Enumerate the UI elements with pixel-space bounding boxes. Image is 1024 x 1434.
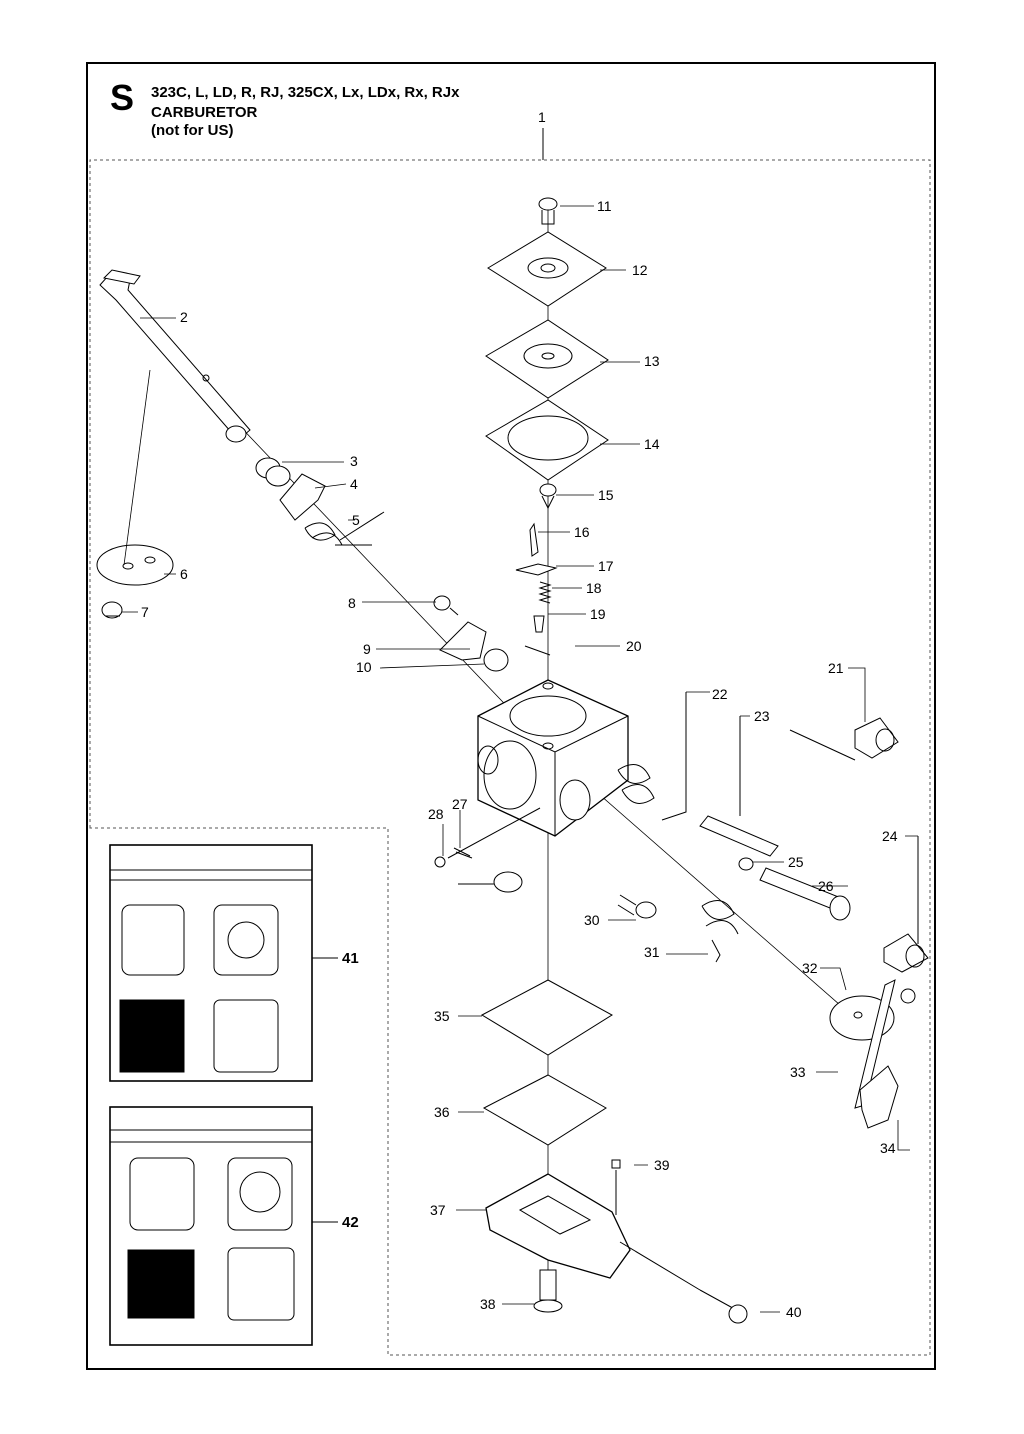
callout-6: 6 xyxy=(180,566,188,582)
part-bushing-10 xyxy=(483,648,509,672)
part-screw-11 xyxy=(538,197,558,225)
callout-40: 40 xyxy=(786,1304,802,1320)
callout-42: 42 xyxy=(342,1214,359,1231)
part-pin-20 xyxy=(524,645,551,656)
part-carburetor-body xyxy=(477,679,629,837)
part-diaphragm-13 xyxy=(485,319,609,399)
callout-33: 33 xyxy=(790,1064,806,1080)
section-letter: S xyxy=(110,77,135,118)
part-needle-26 xyxy=(759,867,851,921)
part-screw-38 xyxy=(533,1269,563,1313)
part-springs-22 xyxy=(617,692,687,821)
part-plate-36 xyxy=(482,1074,607,1146)
callout-10: 10 xyxy=(356,659,372,675)
part-name-title: CARBURETOR xyxy=(151,104,258,121)
callout-15: 15 xyxy=(598,487,614,503)
diagram-frame xyxy=(86,62,936,1370)
part-spring-5 xyxy=(304,511,385,546)
callout-8: 8 xyxy=(348,595,356,611)
callout-19: 19 xyxy=(590,606,606,622)
callout-16: 16 xyxy=(574,524,590,540)
callout-2: 2 xyxy=(180,309,188,325)
choke-axis xyxy=(559,759,881,1041)
callout-17: 17 xyxy=(598,558,614,574)
part-needle-19 xyxy=(533,615,545,633)
callout-13: 13 xyxy=(644,353,660,369)
callout-18: 18 xyxy=(586,580,602,596)
part-gasket-35 xyxy=(480,979,613,1056)
part-oring-25 xyxy=(738,857,754,871)
part-screw-15 xyxy=(539,483,557,510)
part-cap-24 xyxy=(883,836,929,973)
part-screw-40 xyxy=(699,1289,748,1324)
callout-14: 14 xyxy=(644,436,660,452)
part-filter-29 xyxy=(493,871,523,893)
callout-11: 11 xyxy=(597,198,612,214)
callout-35: 35 xyxy=(434,1008,450,1024)
part-screw-7 xyxy=(101,601,123,619)
callout-26: 26 xyxy=(818,878,834,894)
callout-labels: 1 2 3 4 5 6 7 8 9 10 11 12 13 14 15 16 1… xyxy=(141,109,898,1393)
callout-24: 24 xyxy=(882,828,898,844)
part-gasket-14 xyxy=(485,399,609,481)
callout-37: 37 xyxy=(430,1202,446,1218)
part-screw-30 xyxy=(617,894,657,919)
callout-41: 41 xyxy=(342,950,359,967)
models-title: 323C, L, LD, R, RJ, 325CX, Lx, LDx, Rx, … xyxy=(151,84,460,101)
part-spring-27 xyxy=(453,847,473,859)
part-pin-39 xyxy=(611,1159,621,1169)
callout-20: 20 xyxy=(626,638,642,654)
part-bracket-9 xyxy=(439,621,487,661)
part-bushing-3 xyxy=(255,457,291,487)
callout-34: 34 xyxy=(880,1140,896,1156)
kit-box-42 xyxy=(109,1106,338,1346)
callout-5: 5 xyxy=(352,512,360,528)
callout-29: 29 xyxy=(494,1377,510,1393)
callout-27: 27 xyxy=(452,796,468,812)
callout-25: 25 xyxy=(788,854,804,870)
part-ball-28 xyxy=(434,856,446,868)
part-choke-lever-34 xyxy=(859,1065,899,1129)
part-screw-8 xyxy=(433,595,459,616)
callout-1: 1 xyxy=(538,109,546,125)
part-metering-cover-37 xyxy=(485,1173,631,1279)
callout-9: 9 xyxy=(363,641,371,657)
callout-23: 23 xyxy=(754,708,770,724)
part-throttle-shaft xyxy=(99,269,251,443)
callout-7: 7 xyxy=(141,604,149,620)
callout-39: 39 xyxy=(654,1157,670,1173)
part-needle-23 xyxy=(699,716,779,857)
callout-38: 38 xyxy=(480,1296,496,1312)
part-pin-16 xyxy=(529,522,539,557)
part-lever-17 xyxy=(515,563,558,576)
part-spring-31 xyxy=(701,900,739,963)
leader-lines xyxy=(122,205,918,1313)
region-note: (not for US) xyxy=(151,122,234,139)
callout-32: 32 xyxy=(802,960,818,976)
part-lever-4 xyxy=(279,473,326,521)
part-throttle-disc xyxy=(96,544,174,586)
callout-12: 12 xyxy=(632,262,648,278)
callout-31: 31 xyxy=(644,944,660,960)
assembly-boundary xyxy=(89,159,931,1356)
callout-21: 21 xyxy=(828,660,844,676)
callout-30: 30 xyxy=(584,912,600,928)
callout-22: 22 xyxy=(712,686,728,702)
callout-28: 28 xyxy=(428,806,444,822)
kit-box-41 xyxy=(109,844,338,1082)
callout-36: 36 xyxy=(434,1104,450,1120)
part-cap-21 xyxy=(854,717,899,759)
callout-3: 3 xyxy=(350,453,358,469)
part-spring-18 xyxy=(538,581,552,604)
callout-4: 4 xyxy=(350,476,358,492)
part-pump-cover-12 xyxy=(487,231,607,307)
